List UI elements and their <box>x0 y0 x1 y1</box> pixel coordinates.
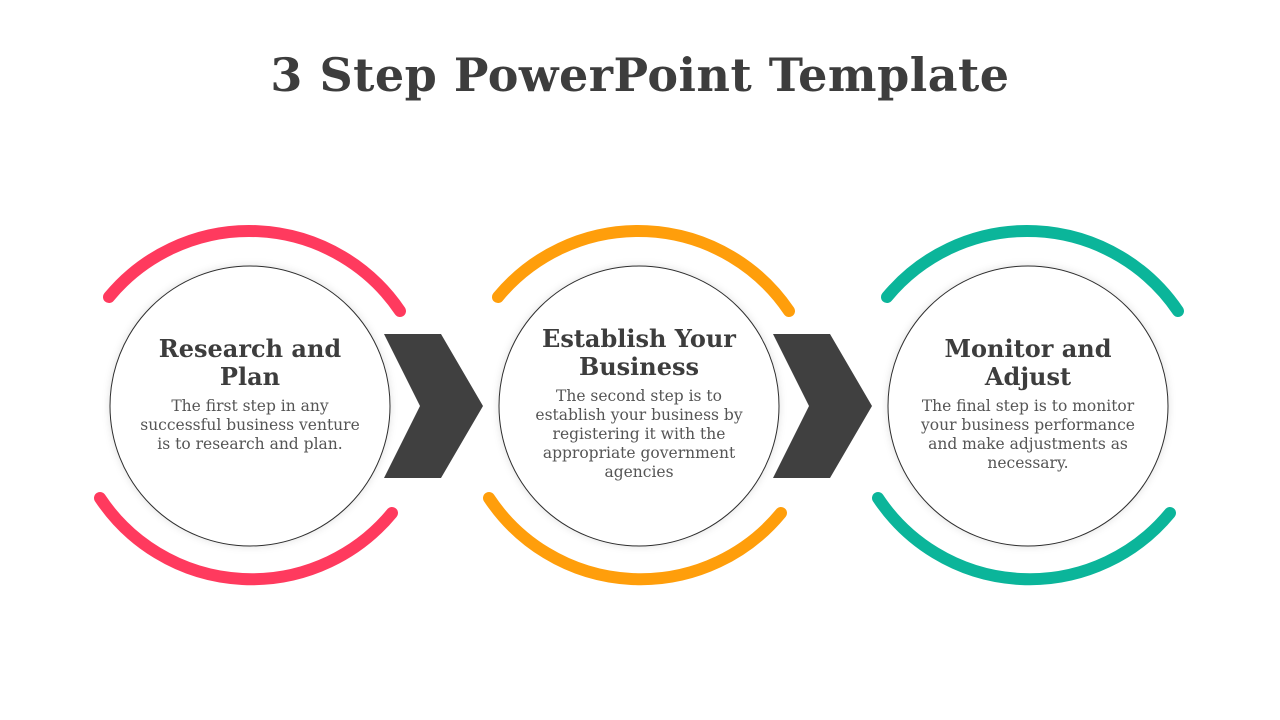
step-3-text: Monitor and Adjust The final step is to … <box>918 335 1138 473</box>
step-2-heading: Establish Your Business <box>542 324 736 381</box>
step-1-circle <box>109 265 391 547</box>
slide-title: 3 Step PowerPoint Template <box>270 48 1010 102</box>
step-3-circle <box>887 265 1169 547</box>
chevron-arrow-2 <box>773 334 872 478</box>
step-2-text: Establish Your Business The second step … <box>529 325 749 482</box>
step-2-description: The second step is to establish your bus… <box>535 387 743 481</box>
step-3-description: The final step is to monitor your busine… <box>921 397 1135 472</box>
step-1-heading: Research and Plan <box>158 334 342 391</box>
step-3-arc-bottom <box>872 492 1176 586</box>
step-2 <box>483 225 795 586</box>
step-1-text: Research and Plan The first step in any … <box>140 335 360 454</box>
step-1-arc-top <box>103 225 406 317</box>
step-1-description: The first step in any successful busines… <box>140 397 360 453</box>
step-2-circle <box>498 265 780 547</box>
step-2-arc-bottom <box>483 492 787 586</box>
chevron-arrow-1 <box>384 334 483 478</box>
step-1-arc-bottom <box>94 492 398 586</box>
step-3-heading: Monitor and Adjust <box>944 334 1112 391</box>
step-3-arc-top <box>881 225 1184 317</box>
step-1 <box>94 225 406 586</box>
step-2-arc-top <box>492 225 795 317</box>
step-3 <box>872 225 1184 586</box>
